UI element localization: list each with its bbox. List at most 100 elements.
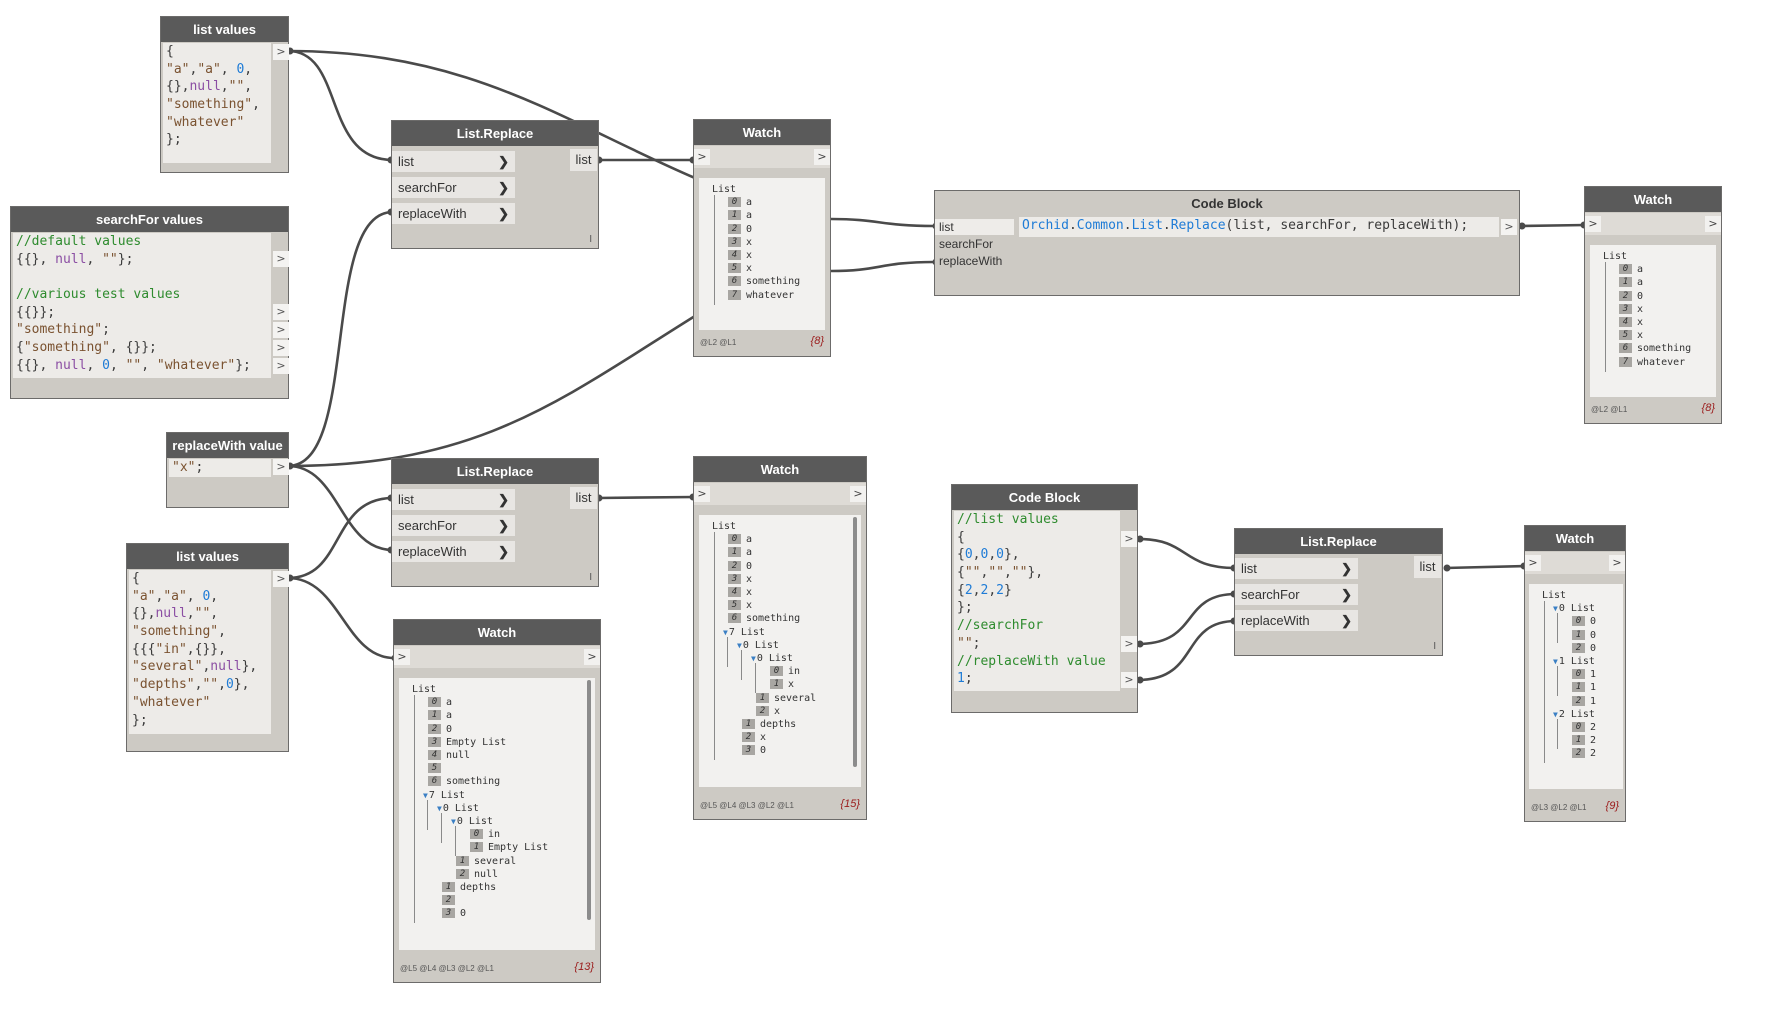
lacing-indicator[interactable]: l bbox=[1433, 642, 1436, 652]
list-levels[interactable]: @L3 @L2 @L1 bbox=[1531, 803, 1587, 812]
tree-item-row[interactable]: 2 bbox=[442, 894, 460, 907]
list-levels[interactable]: @L5 @L4 @L3 @L2 @L1 bbox=[400, 964, 494, 973]
tree-sublist-row[interactable]: ▼0 List bbox=[737, 639, 779, 652]
output-port[interactable]: > bbox=[273, 358, 289, 374]
input-port[interactable]: > bbox=[694, 486, 710, 502]
expand-triangle-icon[interactable]: ▼ bbox=[737, 640, 742, 650]
output-port[interactable]: > bbox=[1705, 216, 1721, 232]
expand-triangle-icon[interactable]: ▼ bbox=[1553, 657, 1558, 666]
input-port-list[interactable]: list bbox=[935, 219, 1014, 235]
tree-sublist-row[interactable]: ▼1 List bbox=[1553, 655, 1595, 668]
input-port-replacewith[interactable]: replaceWith❯ bbox=[1235, 610, 1358, 631]
tree-sublist-row[interactable]: ▼7 List bbox=[423, 789, 465, 802]
output-port[interactable]: > bbox=[273, 571, 289, 587]
output-port[interactable]: > bbox=[814, 149, 830, 165]
expand-triangle-icon[interactable]: ▼ bbox=[1553, 604, 1558, 614]
output-port-list[interactable]: list bbox=[570, 487, 597, 509]
list-values-node[interactable]: list values {"a","a", 0,{},null,"","some… bbox=[126, 543, 289, 752]
output-port[interactable]: > bbox=[1121, 636, 1137, 652]
code-block-node[interactable]: Code Block //list values{{0,0,0},{"","",… bbox=[951, 484, 1138, 713]
tree-item-row[interactable]: 5 bbox=[428, 762, 446, 775]
expand-triangle-icon[interactable]: ▼ bbox=[751, 654, 756, 663]
output-port[interactable]: > bbox=[1121, 672, 1137, 688]
output-port-list[interactable]: list bbox=[570, 149, 597, 171]
code-editor[interactable]: {"a","a", 0,{},null,"","something",{{{"i… bbox=[129, 570, 271, 734]
output-port[interactable]: > bbox=[273, 251, 289, 267]
list-replace-node[interactable]: List.Replace list❯ searchFor❯ replaceWit… bbox=[391, 120, 599, 249]
lacing-indicator[interactable]: l bbox=[589, 235, 592, 245]
input-port[interactable]: > bbox=[1585, 216, 1601, 232]
input-port-searchfor[interactable]: searchFor❯ bbox=[1235, 584, 1358, 605]
list-values-node[interactable]: list values {"a","a", 0,{},null,"","some… bbox=[160, 16, 289, 173]
expand-triangle-icon[interactable]: ▼ bbox=[723, 627, 728, 637]
output-port[interactable]: > bbox=[273, 304, 289, 320]
tree-sublist-row[interactable]: ▼0 List bbox=[1553, 602, 1595, 615]
tree-sublist-row[interactable]: ▼0 List bbox=[437, 802, 479, 815]
output-port[interactable]: > bbox=[273, 322, 289, 338]
searchfor-values-node[interactable]: searchFor values //default values{{}, nu… bbox=[10, 206, 289, 399]
input-port-searchfor[interactable]: searchFor❯ bbox=[392, 177, 515, 198]
scrollbar[interactable] bbox=[587, 680, 591, 920]
code-editor[interactable]: Orchid.Common.List.Replace(list, searchF… bbox=[1019, 217, 1499, 237]
list-levels[interactable]: @L2 @L1 bbox=[700, 338, 737, 347]
input-port[interactable]: > bbox=[694, 149, 710, 165]
output-port-list[interactable]: list bbox=[1414, 556, 1441, 578]
output-port[interactable]: > bbox=[1501, 219, 1517, 235]
input-port-list[interactable]: list❯ bbox=[1235, 558, 1358, 579]
code-editor[interactable]: //list values{{0,0,0},{"","",""},{2,2,2}… bbox=[954, 511, 1120, 691]
expand-triangle-icon[interactable]: ▼ bbox=[451, 817, 456, 826]
code-block-node[interactable]: Code Block list searchFor replaceWith Or… bbox=[934, 190, 1520, 296]
code-editor[interactable]: {"a","a", 0,{},null,"","something","what… bbox=[163, 43, 271, 163]
tree-sublist-row[interactable]: ▼2 List bbox=[1553, 708, 1595, 721]
code-editor[interactable]: "x"; bbox=[169, 459, 271, 477]
expand-triangle-icon[interactable]: ▼ bbox=[1553, 709, 1558, 719]
